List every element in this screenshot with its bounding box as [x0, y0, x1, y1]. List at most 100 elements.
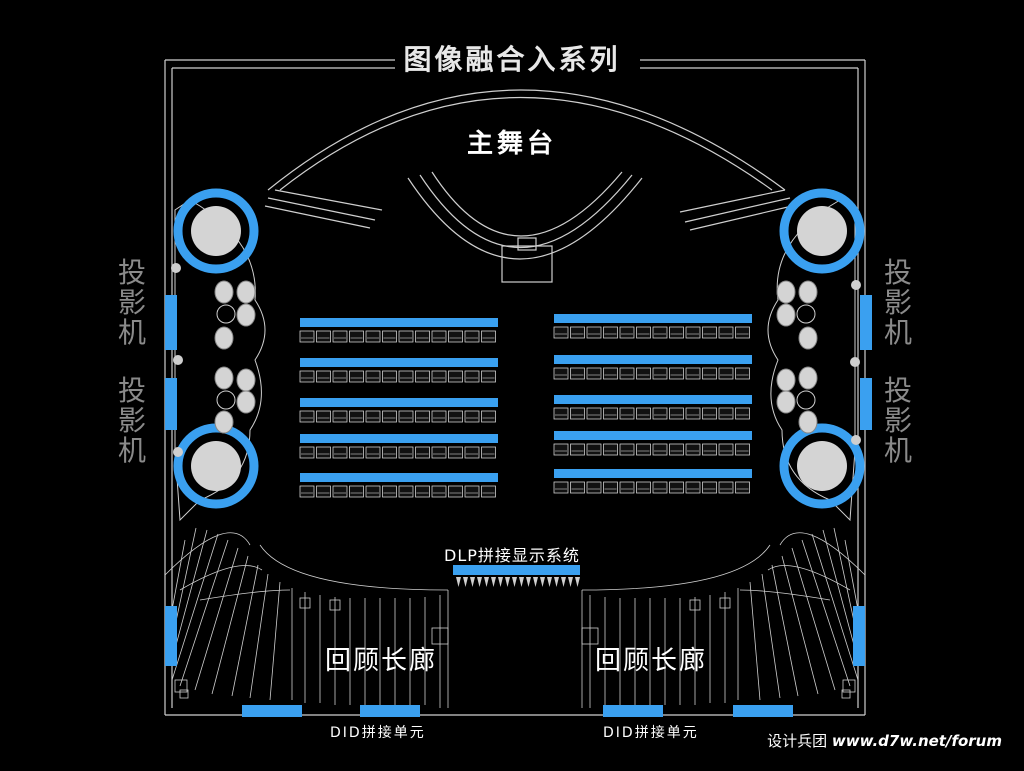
seat: [735, 443, 750, 456]
projection-disc: [173, 188, 259, 274]
seat: [702, 443, 717, 456]
seat: [464, 330, 480, 343]
seat: [316, 370, 331, 383]
seat: [603, 443, 618, 456]
seat: [553, 326, 569, 339]
seat: [603, 326, 618, 339]
page-title: 图像融合入系列: [403, 43, 621, 76]
seat: [652, 367, 668, 380]
seat: [652, 407, 668, 420]
seat: [570, 326, 585, 339]
seat: [332, 370, 348, 383]
seat: [619, 326, 635, 339]
seat: [382, 446, 397, 459]
seat: [349, 370, 364, 383]
seat: [636, 443, 651, 456]
seat: [735, 481, 750, 494]
seat: [431, 330, 447, 343]
seat: [652, 481, 668, 494]
seat: [603, 367, 618, 380]
seat: [702, 367, 717, 380]
seat: [382, 410, 397, 423]
seat: [586, 407, 602, 420]
seat: [299, 410, 315, 423]
credit-site: www.d7w.net/forum: [831, 732, 1002, 750]
seat: [481, 410, 496, 423]
seat: [718, 367, 734, 380]
left-gallery: [164, 527, 449, 708]
seat: [685, 326, 701, 339]
seat: [603, 481, 618, 494]
seat: [481, 330, 496, 343]
main-stage: [264, 89, 793, 283]
seat: [398, 330, 414, 343]
seat: [365, 330, 381, 343]
seat: [636, 407, 651, 420]
seat: [349, 330, 364, 343]
seat: [349, 485, 364, 498]
seat: [464, 410, 480, 423]
seat: [652, 443, 668, 456]
seat: [448, 330, 463, 343]
seat: [332, 446, 348, 459]
seat: [619, 367, 635, 380]
credit-name: 设计兵团: [767, 732, 828, 750]
seat: [398, 446, 414, 459]
seat: [415, 330, 430, 343]
seat: [702, 326, 717, 339]
seat: [299, 446, 315, 459]
seat: [431, 410, 447, 423]
seat: [415, 446, 430, 459]
seat: [382, 370, 397, 383]
seat: [398, 370, 414, 383]
seat: [448, 485, 463, 498]
seat: [702, 481, 717, 494]
seat: [349, 446, 364, 459]
did-label-right: DID拼接单元: [603, 725, 699, 741]
seat: [669, 407, 684, 420]
right-gallery: [581, 527, 866, 708]
seat: [299, 330, 315, 343]
seat: [685, 407, 701, 420]
seat: [382, 330, 397, 343]
seat: [669, 326, 684, 339]
seat: [415, 370, 430, 383]
seat: [365, 485, 381, 498]
did-label-left: DID拼接单元: [330, 725, 426, 741]
seat: [415, 410, 430, 423]
seat: [619, 443, 635, 456]
left-projector-zone: [165, 188, 266, 522]
seat: [382, 485, 397, 498]
seat: [586, 367, 602, 380]
site-credit: 设计兵团 www.d7w.net/forum: [767, 730, 1002, 751]
seat: [365, 370, 381, 383]
seat: [332, 330, 348, 343]
seat: [553, 367, 569, 380]
right-projector-zone: [767, 188, 872, 522]
seat: [718, 443, 734, 456]
projection-disc: [779, 188, 865, 274]
seat: [619, 407, 635, 420]
seat: [398, 410, 414, 423]
seat: [349, 410, 364, 423]
seat: [464, 485, 480, 498]
seat: [735, 367, 750, 380]
seat: [431, 370, 447, 383]
seat: [735, 407, 750, 420]
seating-area: [299, 314, 752, 498]
seat: [415, 485, 430, 498]
seat: [481, 446, 496, 459]
seat: [316, 446, 331, 459]
seat: [636, 326, 651, 339]
seat: [431, 446, 447, 459]
seat: [586, 326, 602, 339]
seat: [448, 446, 463, 459]
seat: [636, 481, 651, 494]
seat: [316, 330, 331, 343]
seat: [619, 481, 635, 494]
seat: [669, 443, 684, 456]
seat: [316, 410, 331, 423]
projector-label-left-upper: 投影机: [117, 256, 146, 349]
seat: [365, 410, 381, 423]
